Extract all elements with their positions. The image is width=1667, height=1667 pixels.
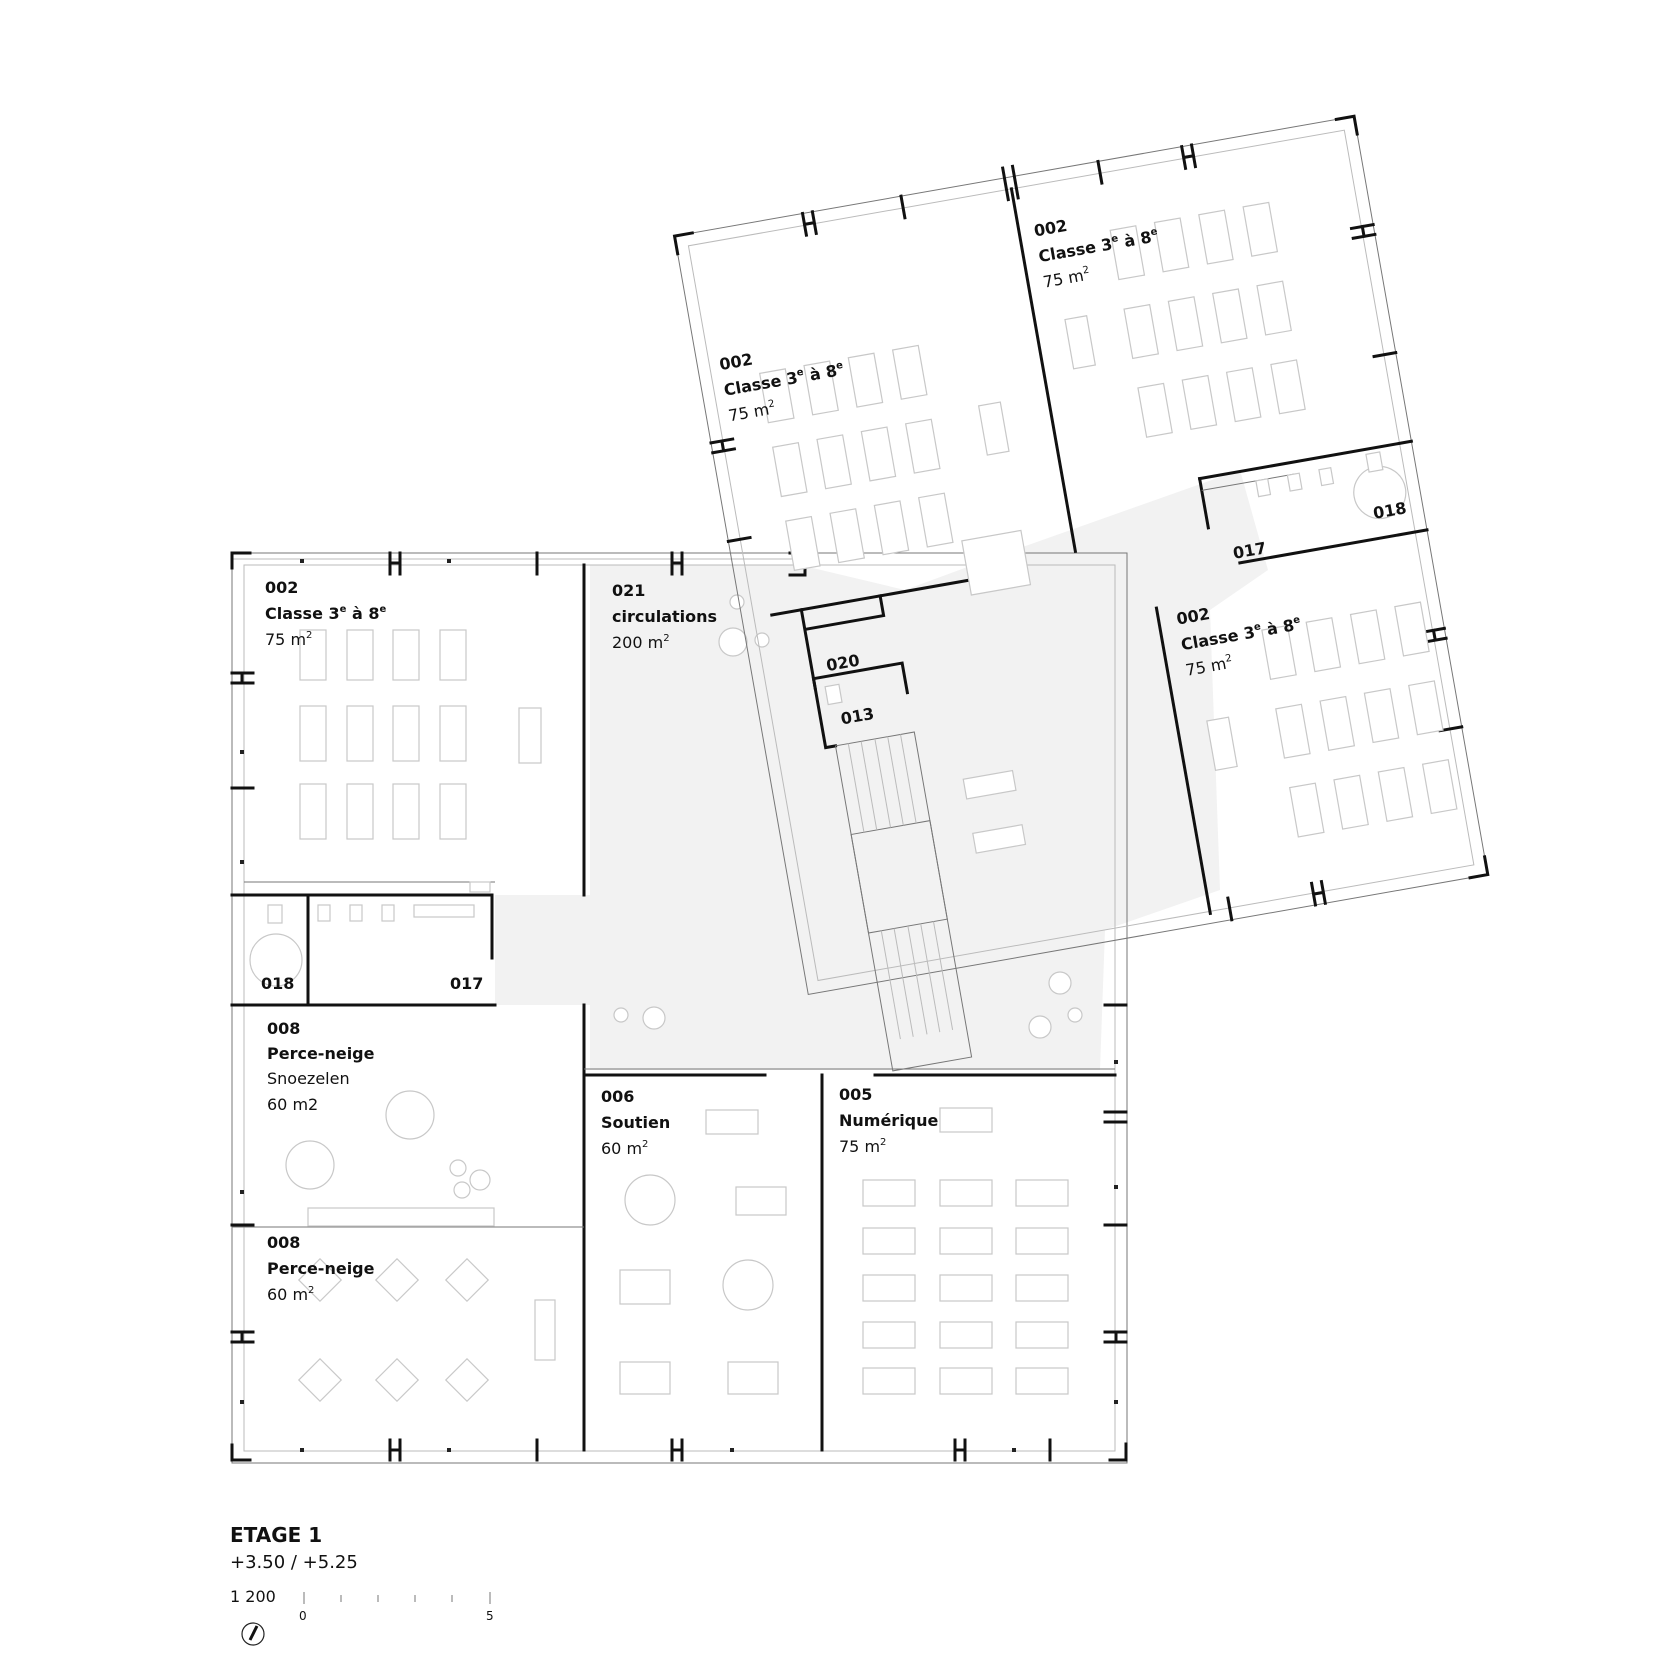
snoezelen-furniture [285, 1090, 495, 1227]
room-subtitle: Snoezelen [267, 1069, 350, 1088]
floor-title: ETAGE 1 [230, 1523, 322, 1547]
room-label-numerique: 005 Numérique 75 m2 [839, 1085, 939, 1156]
floor-levels: +3.50 / +5.25 [230, 1552, 358, 1573]
circulation-fill [495, 470, 1268, 1070]
stair [834, 731, 973, 1072]
room-label-perce-neige-snoezelen: 008 Perce-neige Snoezelen 60 m2 [267, 1019, 375, 1114]
wc-fixtures-west [249, 904, 475, 987]
lower-wing [230, 551, 1128, 1464]
room-name: Numérique [839, 1111, 939, 1130]
room-area: 200 m2 [612, 633, 670, 652]
classe-w-desks [299, 629, 542, 840]
room-number-wc-017-west: 017 [450, 974, 483, 993]
room-name: Perce-neige [267, 1044, 375, 1063]
room-area: 75 m2 [1042, 265, 1092, 292]
perce-neige-tables [297, 1257, 556, 1403]
wc-fixtures-east [1255, 451, 1407, 520]
room-area: 75 m2 [265, 630, 312, 649]
room-label-soutien: 006 Soutien 60 m2 [601, 1087, 670, 1158]
classe-e-desks [1206, 601, 1458, 838]
room-area: 60 m2 [601, 1139, 648, 1158]
soutien-furniture [619, 1109, 787, 1395]
plan-legend: ETAGE 1 +3.50 / +5.25 1 200 0 5 [230, 1523, 494, 1646]
room-number: 008 [267, 1233, 300, 1252]
room-number: 002 [718, 350, 754, 375]
room-number: 005 [839, 1085, 872, 1104]
room-number: 002 [265, 578, 298, 597]
room-label-perce-neige: 008 Perce-neige 60 m2 [267, 1233, 375, 1304]
room-area: 75 m2 [839, 1137, 886, 1156]
scale-label: 1 200 [230, 1587, 276, 1606]
room-number: 008 [267, 1019, 300, 1038]
north-arrow-icon [241, 1622, 265, 1646]
classe-nw-desks [758, 344, 1010, 572]
room-name: Perce-neige [267, 1259, 375, 1278]
room-name: Classe 3e à 8e [265, 604, 387, 623]
room-number: 002 [1032, 216, 1068, 241]
scale-tick-5: 5 [486, 1609, 494, 1623]
room-label-circulations: 021 circulations 200 m2 [612, 581, 717, 652]
room-area: 60 m2 [267, 1285, 314, 1304]
numerique-desks [862, 1107, 1069, 1395]
classe-ne-desks [1064, 201, 1306, 438]
scale-tick-0: 0 [299, 1609, 307, 1623]
room-name: Soutien [601, 1113, 670, 1132]
room-number-wc-018-west: 018 [261, 974, 294, 993]
room-label-classe-ne: 002 Classe 3e à 8e 75 m2 [1032, 216, 1158, 292]
rotated-wing [672, 114, 1490, 1072]
facade-posts [240, 559, 1118, 1452]
room-label-classe-w: 002 Classe 3e à 8e 75 m2 [265, 578, 387, 649]
room-number: 021 [612, 581, 645, 600]
room-number: 006 [601, 1087, 634, 1106]
scale-bar [303, 1592, 491, 1604]
room-name: circulations [612, 607, 717, 626]
room-area: 60 m2 [267, 1095, 318, 1114]
